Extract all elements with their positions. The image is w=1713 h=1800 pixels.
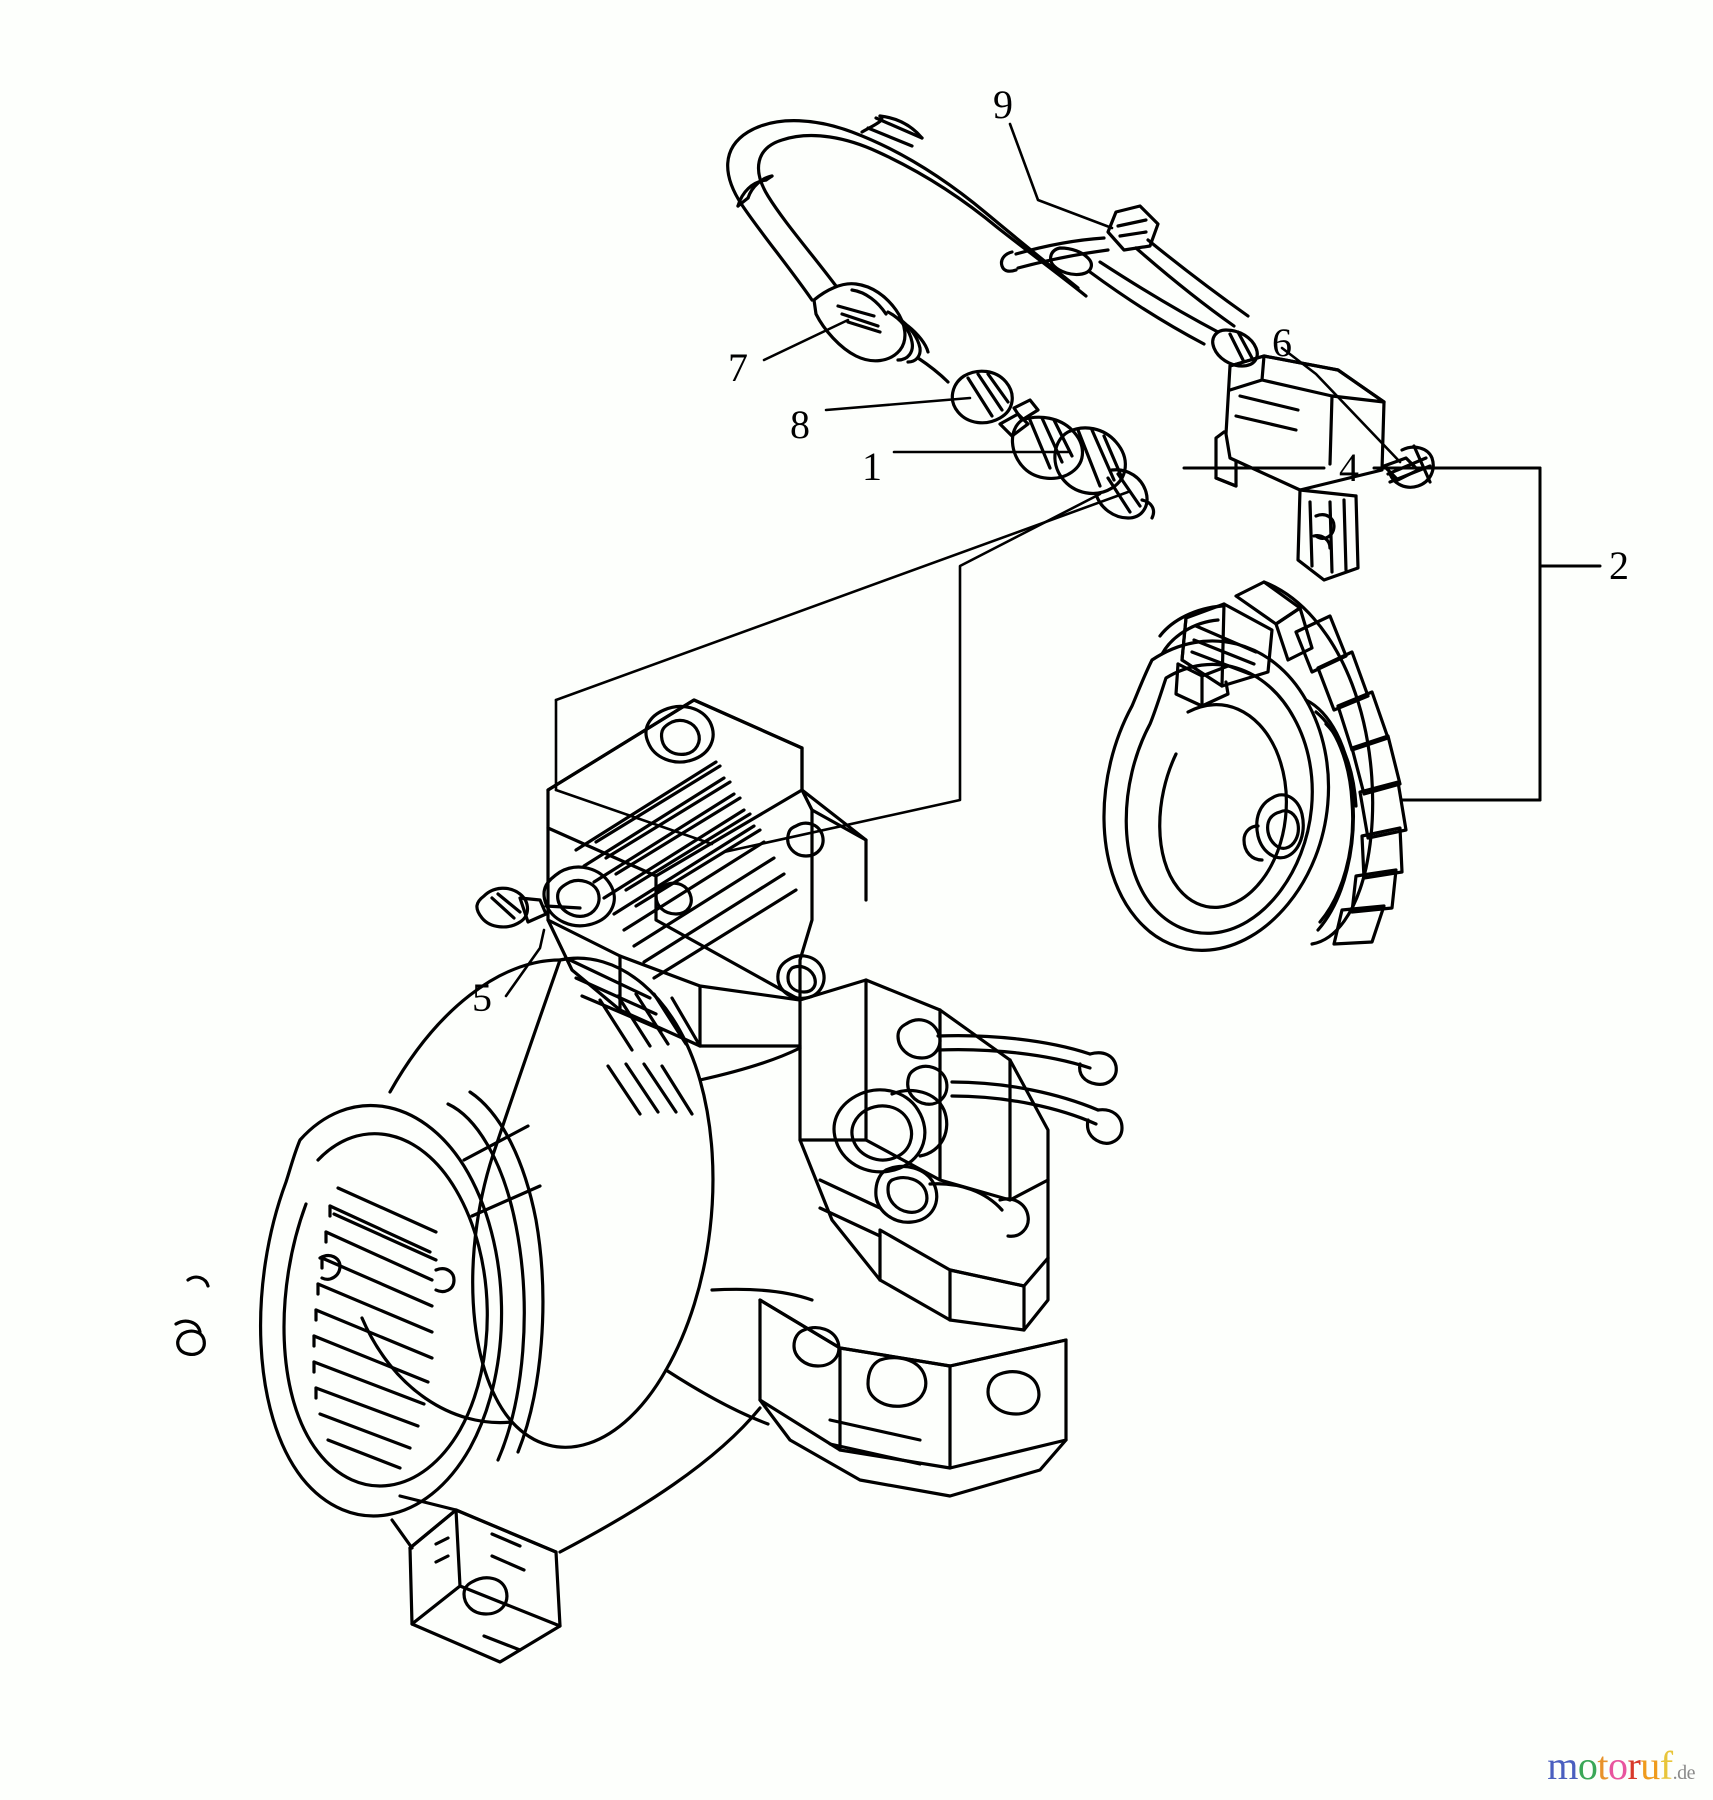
coupling-braces — [558, 1046, 814, 1554]
engine-base — [758, 1298, 1068, 1498]
watermark-letter-r: r — [1627, 1743, 1641, 1788]
watermark-letter-o2: o — [1607, 1743, 1628, 1788]
watermark-letter-t: t — [1597, 1743, 1608, 1788]
callout-7: 7 — [728, 345, 748, 390]
watermark-letter-u: u — [1640, 1743, 1660, 1788]
motoruf-watermark: motoruf.de — [1547, 1746, 1695, 1786]
callout-6: 6 — [1272, 320, 1292, 365]
callout-4: 4 — [1339, 445, 1359, 490]
flywheel-assembly — [1102, 580, 1408, 952]
callout-9: 9 — [993, 82, 1013, 127]
callout-1: 1 — [862, 444, 882, 489]
crankcase-block — [798, 978, 1124, 1332]
harness-clamp-assembly — [999, 204, 1259, 368]
cylinder-head — [542, 698, 868, 1048]
callout-leaders — [504, 122, 1602, 998]
watermark-letter-o1: o — [1577, 1743, 1598, 1788]
watermark-letter-m: m — [1547, 1743, 1578, 1788]
callout-8: 8 — [790, 402, 810, 447]
spark-plug-assembly — [950, 369, 1156, 520]
generator-housing — [174, 956, 715, 1664]
callout-2: 2 — [1609, 543, 1629, 588]
ignition-lead-assembly — [726, 114, 1088, 384]
watermark-tld: .de — [1672, 1762, 1696, 1784]
watermark-letter-f: f — [1659, 1743, 1673, 1788]
callout-5: 5 — [472, 975, 492, 1020]
